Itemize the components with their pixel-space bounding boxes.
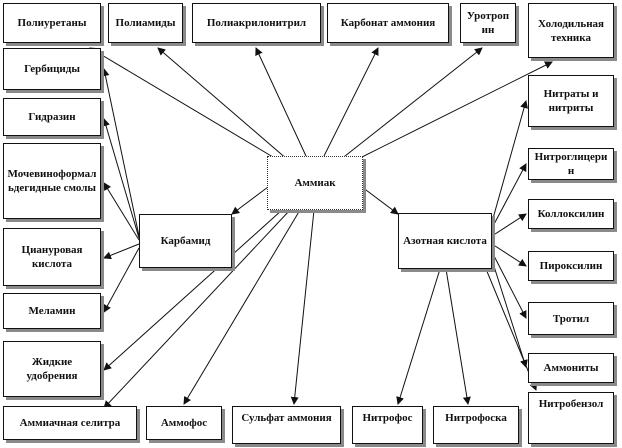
node-label: Полиамиды <box>115 17 176 29</box>
node-melamine: Меламин <box>3 293 101 329</box>
node-ammonium-nitrate: Аммиачная селитра <box>3 406 137 440</box>
node-pyroxylin: Пироксилин <box>528 251 614 281</box>
arrow-carbamide-melamine <box>103 247 140 313</box>
node-label: Полиакрилонитрил <box>206 17 307 29</box>
node-ammonium-sulfate: Сульфат аммония <box>232 406 341 444</box>
node-polyurethanes: Полиуретаны <box>3 3 101 43</box>
node-label: Полиуретаны <box>17 17 87 29</box>
arrow-ammonia-carbamide <box>231 186 269 215</box>
arrow-nitric-acid-nitrates-nitrites <box>491 100 528 223</box>
node-hydrazine: Гидразин <box>3 98 101 136</box>
node-label: Пироксилин <box>539 260 603 272</box>
node-label: Меламин <box>28 305 76 317</box>
arrow-ammonia-liquid-fertilizers <box>103 209 283 371</box>
node-label: Нитрофос <box>362 412 413 424</box>
arrow-nitric-acid-nitroglycerin <box>491 163 527 229</box>
arrow-ammonia-ammophos <box>183 209 301 405</box>
node-polyacrylonitrile: Полиакрилонитрил <box>192 3 321 43</box>
node-ammonites: Аммониты <box>528 353 614 383</box>
node-ammonia: Аммиак <box>267 156 363 210</box>
arrow-nitric-acid-nitrophoska <box>445 268 471 405</box>
node-label: Циануровая кислота <box>21 244 83 270</box>
node-trotyl: Тротил <box>528 302 614 335</box>
arrow-carbamide-herbicides <box>101 68 140 237</box>
arrow-nitric-acid-nitrophos <box>396 268 441 405</box>
node-label: Аммиачная селитра <box>19 417 121 429</box>
arrow-ammonia-urotropin <box>339 47 483 161</box>
node-cyanuric-acid: Циануровая кислота <box>3 228 101 286</box>
connector-lines <box>89 47 553 409</box>
node-ammophos: Аммофос <box>146 406 222 440</box>
node-label: Гербициды <box>24 63 80 75</box>
arrow-ammonia-ammonium-carbonate <box>323 47 379 157</box>
node-polyamides: Полиамиды <box>108 3 183 43</box>
node-nitroglycerin: Нитроглицерин <box>528 148 614 180</box>
node-label: Коллоксилин <box>537 208 605 220</box>
arrow-ammonia-nitric-acid <box>361 186 399 215</box>
node-nitrophos: Нитрофос <box>352 406 423 444</box>
node-carbamide: Карбамид <box>139 214 232 268</box>
node-urea-formaldehyde-resins: Мочевиноформальдегидные смолы <box>3 143 101 219</box>
arrow-ammonia-ammonium-nitrate <box>103 209 291 409</box>
node-label: Холодильная техника <box>538 17 604 44</box>
arrow-ammonia-polyamides <box>157 47 289 161</box>
node-label: Азотная кислота <box>403 235 487 247</box>
node-label: Уротропин <box>466 10 510 36</box>
node-label: Нитроглицерин <box>534 151 608 177</box>
node-label: Нитробензол <box>538 398 604 410</box>
arrow-ammonia-polyurethanes <box>89 47 279 161</box>
node-refrigeration: Холодильная техника <box>528 3 614 58</box>
node-herbicides: Гербициды <box>3 48 101 90</box>
node-label: Гидразин <box>28 111 76 123</box>
node-nitrobenzene: Нитробензол <box>528 392 614 444</box>
node-label: Жидкие удобрения <box>26 356 78 382</box>
arrow-ammonia-refrigeration <box>355 61 553 161</box>
node-liquid-fertilizers: Жидкие удобрения <box>3 341 101 397</box>
arrow-carbamide-cyanuric-acid <box>103 243 140 260</box>
node-label: Тротил <box>552 312 590 325</box>
arrow-ammonia-polyacrylonitrile <box>255 47 307 157</box>
arrow-nitric-acid-ammonites <box>491 259 528 368</box>
node-urotropin: Уротропин <box>460 3 516 43</box>
node-nitric-acid: Азотная кислота <box>398 213 492 269</box>
arrow-nitric-acid-pyroxylin <box>491 243 527 267</box>
node-nitrophoska: Нитрофоска <box>433 406 519 444</box>
node-label: Сульфат аммония <box>241 412 332 424</box>
arrow-nitric-acid-nitrobenzene <box>485 268 538 391</box>
node-label: Аммиак <box>294 177 336 189</box>
arrow-carbamide-hydrazine <box>102 118 140 239</box>
arrow-nitric-acid-trotyl <box>491 251 527 319</box>
node-label: Нитраты и нитриты <box>543 88 599 114</box>
node-collodion: Коллоксилин <box>528 199 614 229</box>
arrow-nitric-acid-collodion <box>491 213 527 237</box>
node-label: Мочевиноформальдегидные смолы <box>7 168 97 194</box>
node-label: Карбонат аммония <box>340 17 436 29</box>
node-label: Аммониты <box>543 362 599 374</box>
arrow-ammonia-ammonium-sulfate <box>290 209 315 405</box>
node-ammonium-carbonate: Карбонат аммония <box>327 3 449 43</box>
node-label: Нитрофоска <box>445 412 507 424</box>
arrow-carbamide-urea-formaldehyde <box>103 182 140 241</box>
node-nitrates-nitrites: Нитраты и нитриты <box>528 75 614 127</box>
node-label: Карбамид <box>160 235 211 247</box>
node-label: Аммофос <box>160 417 208 429</box>
